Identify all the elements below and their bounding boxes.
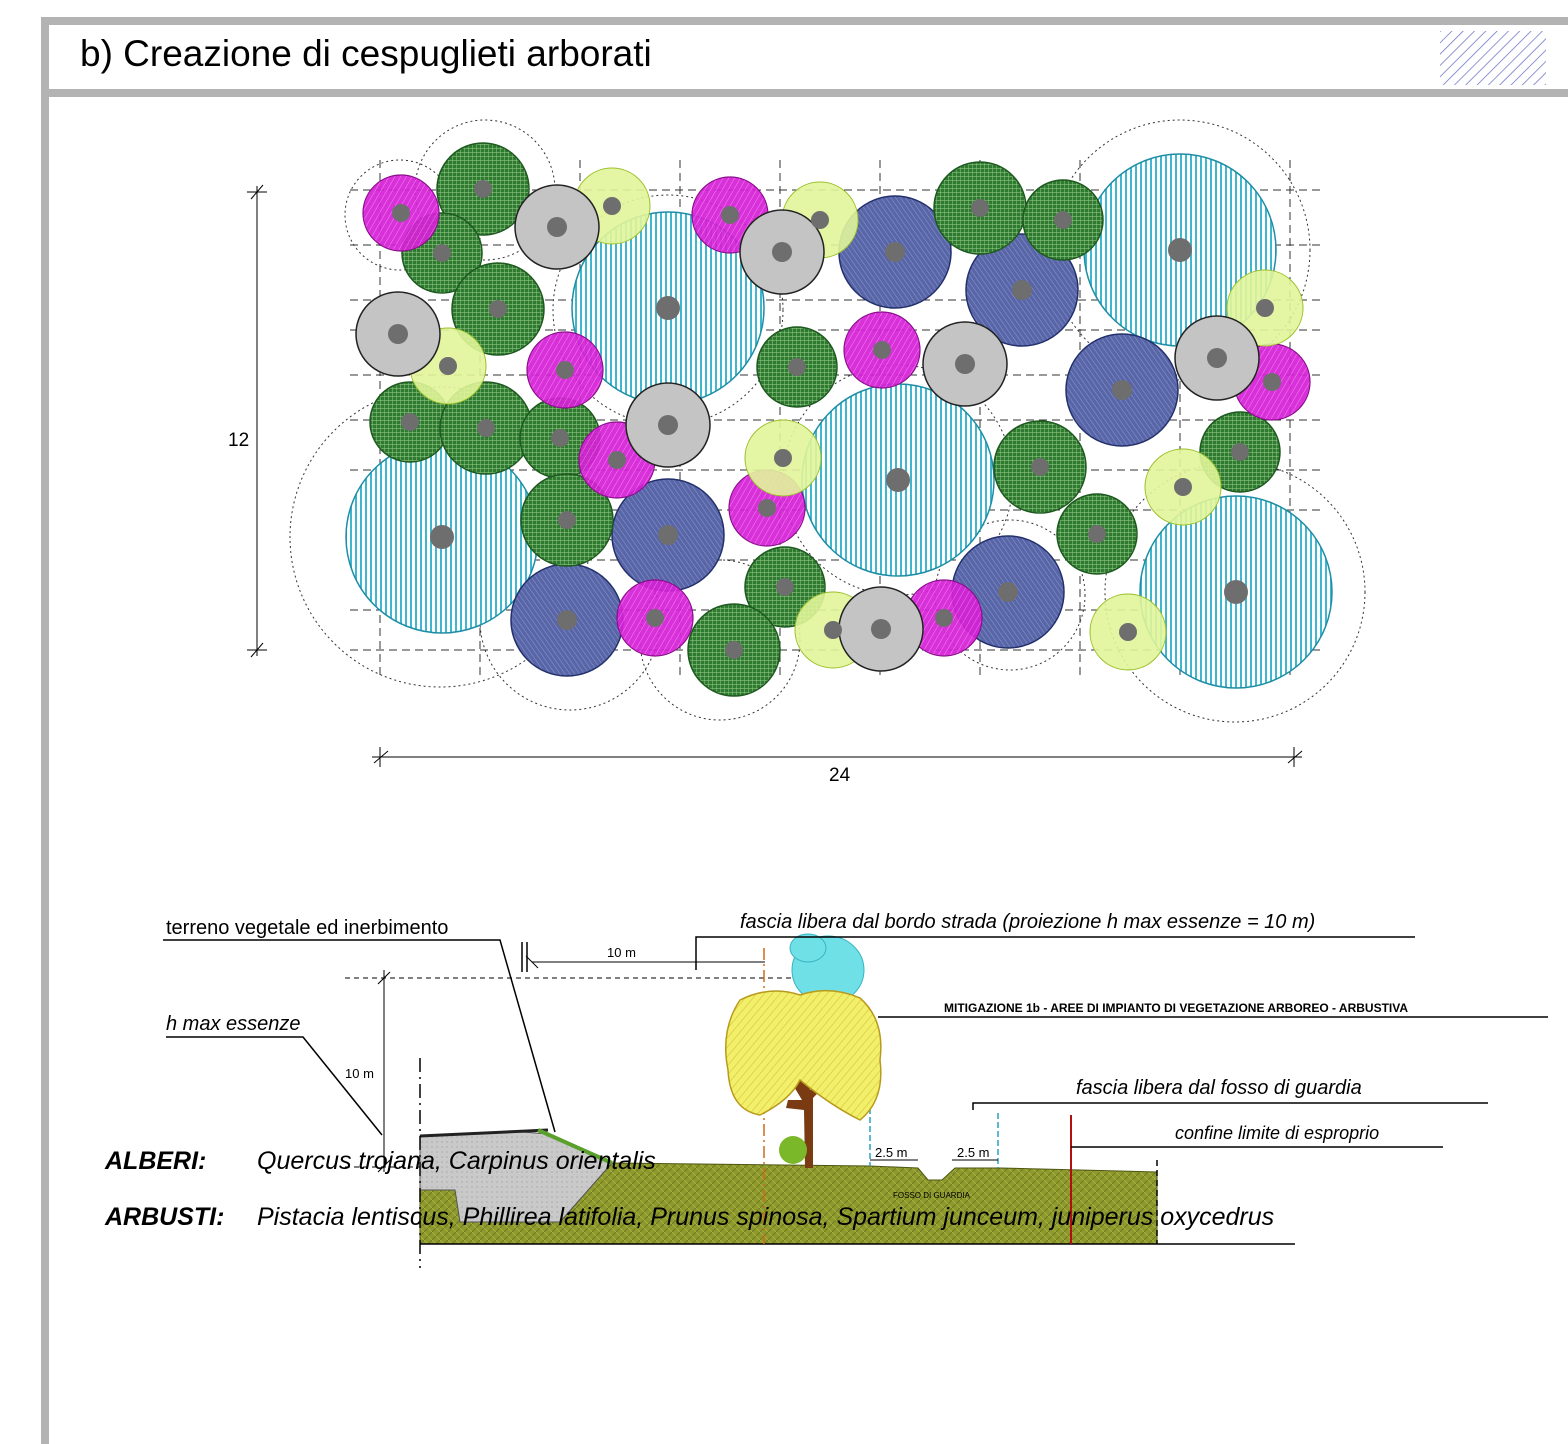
dimension-width-label: 24	[829, 765, 851, 786]
planting-plan-diagram: 12 24	[228, 119, 1366, 786]
legend-arbusti: ARBUSTI: Pistacia lentiscus, Phillirea la…	[105, 1203, 1274, 1232]
legend-arbusti-species: Pistacia lentiscus, Phillirea latifolia,…	[257, 1203, 1275, 1231]
legend-alberi-species: Quercus trojana, Carpinus orientalis	[257, 1147, 656, 1175]
dimension-height-label: 12	[228, 430, 249, 451]
dimension-10m-vertical-label: 10 m	[345, 1066, 374, 1081]
page-title: b) Creazione di cespuglieti arborati	[80, 33, 652, 74]
frame-header-divider	[41, 89, 1568, 97]
legend-arbusti-label: ARBUSTI:	[105, 1203, 225, 1231]
legend-alberi-label: ALBERI:	[105, 1147, 207, 1175]
legend-alberi: ALBERI: Quercus trojana, Carpinus orienta…	[105, 1147, 656, 1176]
dimension-width	[372, 747, 1303, 767]
label-terreno: terreno vegetale ed inerbimento	[166, 917, 448, 939]
label-fascia-fosso: fascia libera dal fosso di guardia	[1076, 1077, 1362, 1099]
label-mitigazione: MITIGAZIONE 1b - AREE DI IMPIANTO DI VEG…	[944, 1001, 1408, 1015]
dimension-10m-vertical	[377, 970, 391, 1173]
label-h-max: h max essenze	[166, 1013, 301, 1035]
frame-left-bar	[41, 17, 49, 1444]
fosso-label: FOSSO DI GUARDIA	[893, 1191, 971, 1200]
dimension-10m-horizontal-label: 10 m	[607, 945, 636, 960]
dimension-25m-left: 2.5 m	[875, 1145, 908, 1160]
road-embankment	[419, 1131, 613, 1223]
hatch-pattern-box	[1440, 31, 1546, 85]
label-confine: confine limite di esproprio	[1175, 1123, 1379, 1143]
trunk-markers	[388, 180, 1281, 659]
dimension-25m-right: 2.5 m	[957, 1145, 990, 1160]
tree-illustration	[725, 933, 882, 1168]
cross-section-diagram: 10 m 10 m 2.5 m 2.5 m FOSSO DI GUARDIA t…	[163, 911, 1548, 1268]
label-fascia-strada: fascia libera dal bordo strada (proiezio…	[740, 911, 1315, 933]
dimension-height	[247, 184, 267, 658]
frame-top-bar	[41, 17, 1568, 25]
dimension-10m-horizontal	[525, 955, 765, 969]
